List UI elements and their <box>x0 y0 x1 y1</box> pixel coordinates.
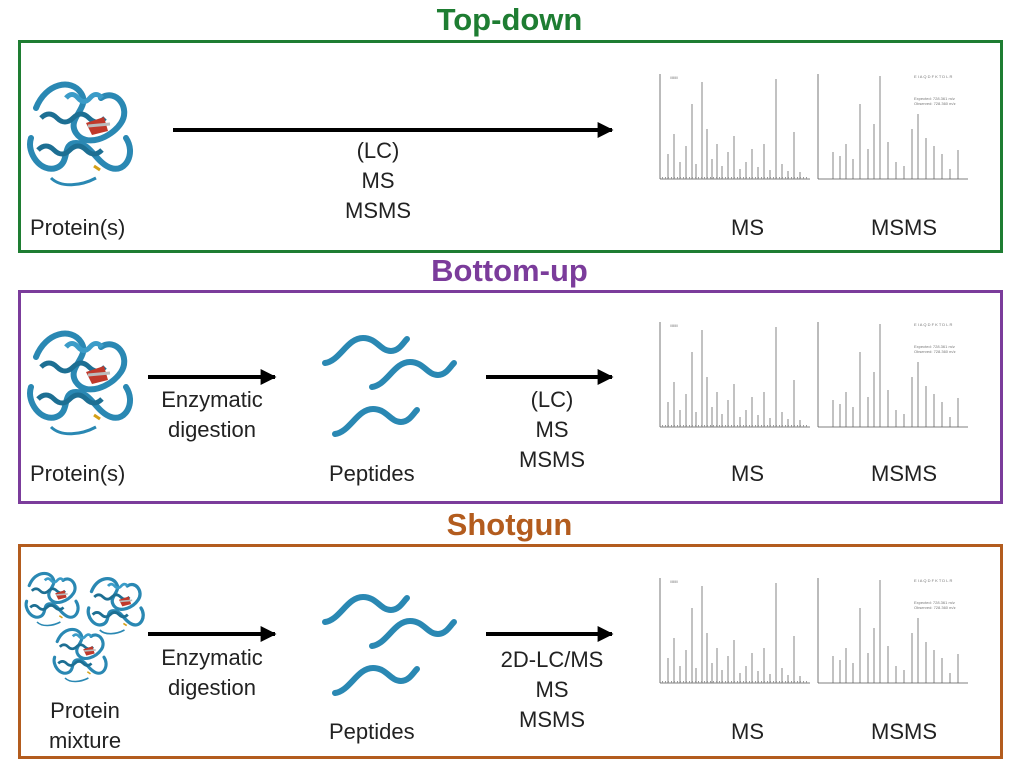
bottomup-msms-spectrum-icon <box>817 321 969 428</box>
shotgun-arrow-label: 2D-LC/MS MS MSMS <box>489 645 615 735</box>
bottomup-digestion-label: Enzymatic digestion <box>148 385 276 445</box>
topdown-title: Top-down <box>436 2 583 37</box>
shotgun-ms-spectrum-icon <box>659 577 811 684</box>
shotgun-peptide-icon <box>325 597 407 622</box>
topdown-ms-label: MS <box>731 215 764 240</box>
bottomup-peptide-icon <box>372 362 454 387</box>
bottomup-arrow-label-line: (LC) <box>530 387 574 412</box>
shotgun-protein-label-line: mixture <box>48 728 122 753</box>
shotgun-panel <box>18 544 1003 759</box>
topdown-msms-label: MSMS <box>871 215 937 240</box>
shotgun-protein-mixture-icon <box>24 571 80 628</box>
bottomup-digestion-label-line: Enzymatic <box>161 387 263 412</box>
bottomup-panel <box>18 290 1003 504</box>
bottomup-peptides-label: Peptides <box>329 461 415 486</box>
topdown-ms-spectrum-icon <box>659 73 811 180</box>
bottomup-peptide-icon <box>325 338 407 363</box>
shotgun-digestion-label-line: digestion <box>167 675 257 700</box>
shotgun-peptides-label: Peptides <box>329 719 415 744</box>
bottomup-protein-label: Protein(s) <box>30 461 126 486</box>
bottomup-arrow-label-line: MS <box>535 417 569 442</box>
shotgun-protein-label-line: Protein <box>50 698 120 723</box>
topdown-protein-label: Protein(s) <box>30 215 126 240</box>
shotgun-digestion-label-line: Enzymatic <box>161 645 263 670</box>
topdown-arrow-label: (LC) MS MSMS <box>333 136 423 226</box>
bottomup-digestion-label-line: digestion <box>167 417 257 442</box>
topdown-arrow-label-line: (LC) <box>356 138 400 163</box>
shotgun-digestion-label: Enzymatic digestion <box>148 643 276 703</box>
bottomup-title: Bottom-up <box>431 253 588 288</box>
shotgun-protein-mixture-label: Protein mixture <box>30 696 140 756</box>
shotgun-peptide-icon <box>372 621 454 646</box>
bottomup-peptide-icon <box>335 409 417 434</box>
shotgun-arrow-label-line: 2D-LC/MS <box>500 647 604 672</box>
bottomup-msms-label: MSMS <box>871 461 937 486</box>
bottomup-arrow-label: (LC) MS MSMS <box>502 385 602 475</box>
bottomup-ms-spectrum-icon <box>659 321 811 428</box>
shotgun-protein-mixture-icon <box>86 576 145 636</box>
bottomup-ms-label: MS <box>731 461 764 486</box>
topdown-protein-structure-icon <box>30 85 130 185</box>
shotgun-ms-label: MS <box>731 719 764 744</box>
shotgun-peptide-icon <box>335 668 417 693</box>
bottomup-protein-structure-icon <box>30 334 130 434</box>
topdown-arrow-label-line: MSMS <box>345 198 411 223</box>
shotgun-protein-mixture-icon <box>52 627 108 684</box>
topdown-msms-spectrum-icon <box>817 73 969 180</box>
bottomup-arrow-label-line: MSMS <box>519 447 585 472</box>
shotgun-msms-spectrum-icon <box>817 577 969 684</box>
shotgun-msms-label: MSMS <box>871 719 937 744</box>
shotgun-arrow-label-line: MS <box>535 677 569 702</box>
topdown-panel <box>18 40 1003 253</box>
shotgun-title: Shotgun <box>446 507 573 542</box>
shotgun-arrow-label-line: MSMS <box>519 707 585 732</box>
topdown-arrow-label-line: MS <box>361 168 395 193</box>
